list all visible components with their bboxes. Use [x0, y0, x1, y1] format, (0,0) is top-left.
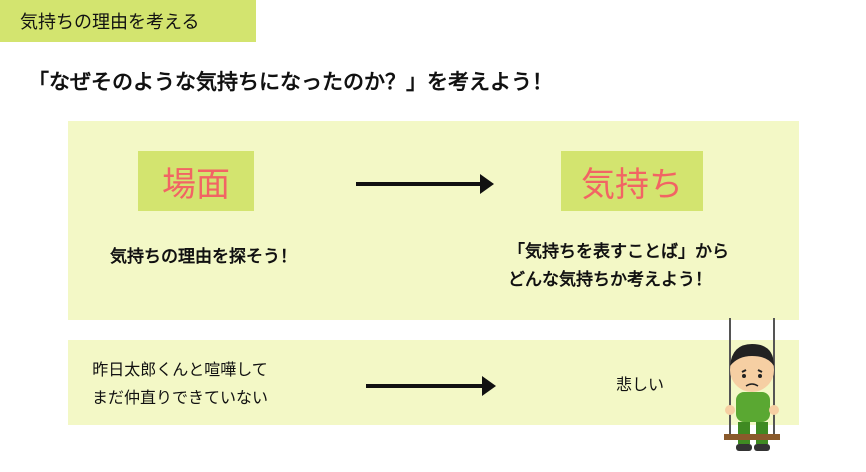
- sad-boy-on-swing-icon: [724, 318, 780, 451]
- feeling-description-line1: 「気持ちを表すことば」から: [508, 242, 729, 262]
- example-panel: 昨日太郎くんと喧嘩して まだ仲直りできていない 悲しい: [68, 340, 799, 425]
- example-feeling: 悲しい: [616, 375, 665, 394]
- scene-label: 場面: [162, 164, 230, 205]
- feeling-description-line2: どんな気持ちか考えよう！: [508, 270, 712, 290]
- page-headline: 「なぜそのような気持ちになったのか？」を考えよう！: [28, 70, 553, 94]
- example-scene: 昨日太郎くんと喧嘩して まだ仲直りできていない: [92, 356, 268, 412]
- example-scene-line1: 昨日太郎くんと喧嘩して: [92, 360, 268, 379]
- feeling-label-box: 気持ち: [561, 151, 703, 211]
- scene-label-box: 場面: [138, 151, 254, 211]
- feeling-label: 気持ち: [581, 164, 683, 205]
- scene-description: 気持ちの理由を探そう！: [110, 247, 297, 267]
- right-arrow-icon: [366, 376, 496, 396]
- example-scene-line2: まだ仲直りできていない: [92, 388, 269, 407]
- section-tag: 気持ちの理由を考える: [0, 0, 256, 42]
- feeling-description: 「気持ちを表すことば」から どんな気持ちか考えよう！: [508, 238, 729, 294]
- right-arrow-icon: [356, 174, 494, 194]
- section-tag-label: 気持ちの理由を考える: [20, 12, 200, 33]
- concept-panel: 場面 気持ち 気持ちの理由を探そう！ 「気持ちを表すことば」から どんな気持ちか…: [68, 121, 799, 320]
